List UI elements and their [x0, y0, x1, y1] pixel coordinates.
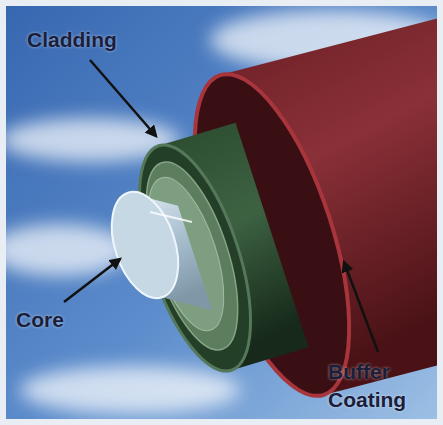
part-label: Core: [16, 306, 106, 334]
part-label: Buffer Coating: [328, 358, 436, 414]
leader-arrow: [64, 259, 120, 302]
cloud: [20, 366, 240, 414]
clouds: [6, 10, 437, 414]
core-highlight: [150, 212, 192, 222]
leader-arrow: [90, 60, 156, 136]
leader-arrow: [344, 262, 378, 352]
part-label: Cladding: [27, 26, 167, 54]
core-face: [99, 183, 190, 306]
